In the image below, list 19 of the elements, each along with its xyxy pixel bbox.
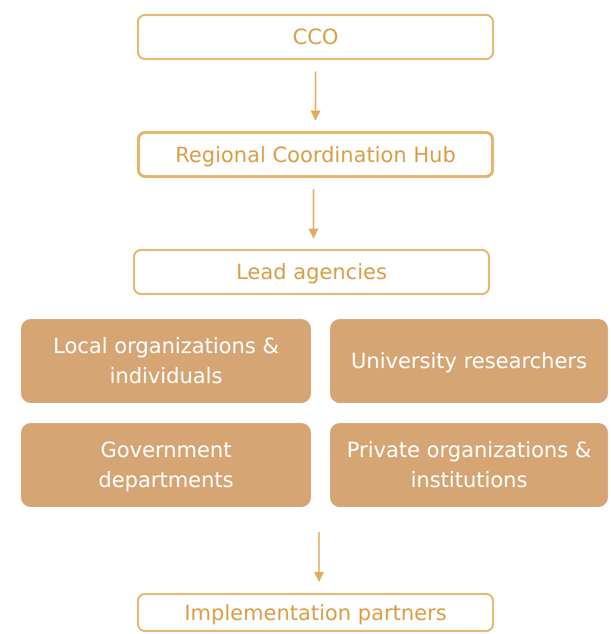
node-label: Regional Coordination Hub [175, 142, 456, 166]
arrow [310, 71, 320, 121]
process-box [137, 14, 494, 60]
node-label: University researchers [351, 348, 587, 375]
process-box [133, 249, 490, 295]
category-box [330, 319, 608, 403]
category-box [21, 319, 311, 403]
node-label: CCO [292, 25, 338, 49]
node-label: Lead agencies [236, 260, 387, 284]
process-box [137, 593, 494, 632]
arrow [308, 189, 318, 239]
node-label: Private organizations & institutions [346, 436, 592, 494]
node-label: Implementation partners [184, 600, 447, 624]
category-box [21, 423, 311, 507]
arrow [314, 532, 324, 582]
node-label: Government departments [97, 436, 235, 494]
process-box [137, 131, 494, 178]
category-box [330, 423, 608, 507]
node-label: Local organizations & individuals [52, 332, 280, 390]
